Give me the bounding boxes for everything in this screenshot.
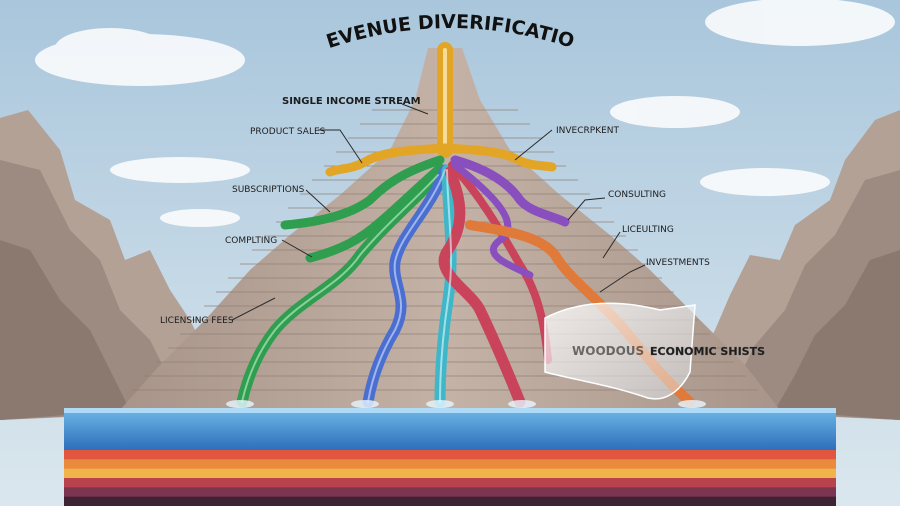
label-subscriptions: SUBSCRIPTIONS (232, 185, 305, 195)
stream-consulting (450, 155, 570, 227)
shield-text: WOODOUS (572, 344, 644, 358)
stream-product-sales (325, 143, 450, 177)
stratum-band (64, 496, 836, 506)
right-cliff (680, 110, 900, 420)
stream-subscriptions (280, 155, 445, 230)
stratum-band (64, 478, 836, 488)
label-licensing-fees: LICENSING FEES (160, 316, 234, 326)
stratum-band (64, 468, 836, 479)
stream-invecrpkent (440, 143, 557, 172)
stream-purple (451, 161, 534, 279)
left-cliff (0, 110, 230, 420)
label-product-sales: PRODUCT SALES (250, 127, 326, 137)
label-consulting: CONSULTING (608, 190, 666, 200)
splashes (226, 400, 706, 408)
income-streams (236, 42, 695, 408)
label-investments: INVESTMENTS (646, 258, 710, 268)
stratum-band (64, 450, 836, 460)
stratum-band (64, 487, 836, 498)
label-invecrpkent: INVECRPKENT (556, 126, 620, 136)
revenue-strata (64, 450, 836, 506)
label-liceulting: LICEULTING (622, 225, 674, 235)
label-economic-shifts: ECONOMIC SHISTS (650, 345, 765, 358)
label-compting: COMPLTING (225, 236, 277, 246)
water-pool (64, 408, 836, 450)
stream-red-b (448, 161, 552, 364)
stratum-band (64, 459, 836, 470)
label-single-income-stream: SINGLE INCOME STREAM (282, 96, 421, 107)
stream-red-a (438, 166, 526, 408)
clouds (35, 0, 895, 227)
leader-lines (231, 103, 646, 321)
economic-shifts-shield: WOODOUS ECONOMIC SHISTS (544, 302, 765, 400)
